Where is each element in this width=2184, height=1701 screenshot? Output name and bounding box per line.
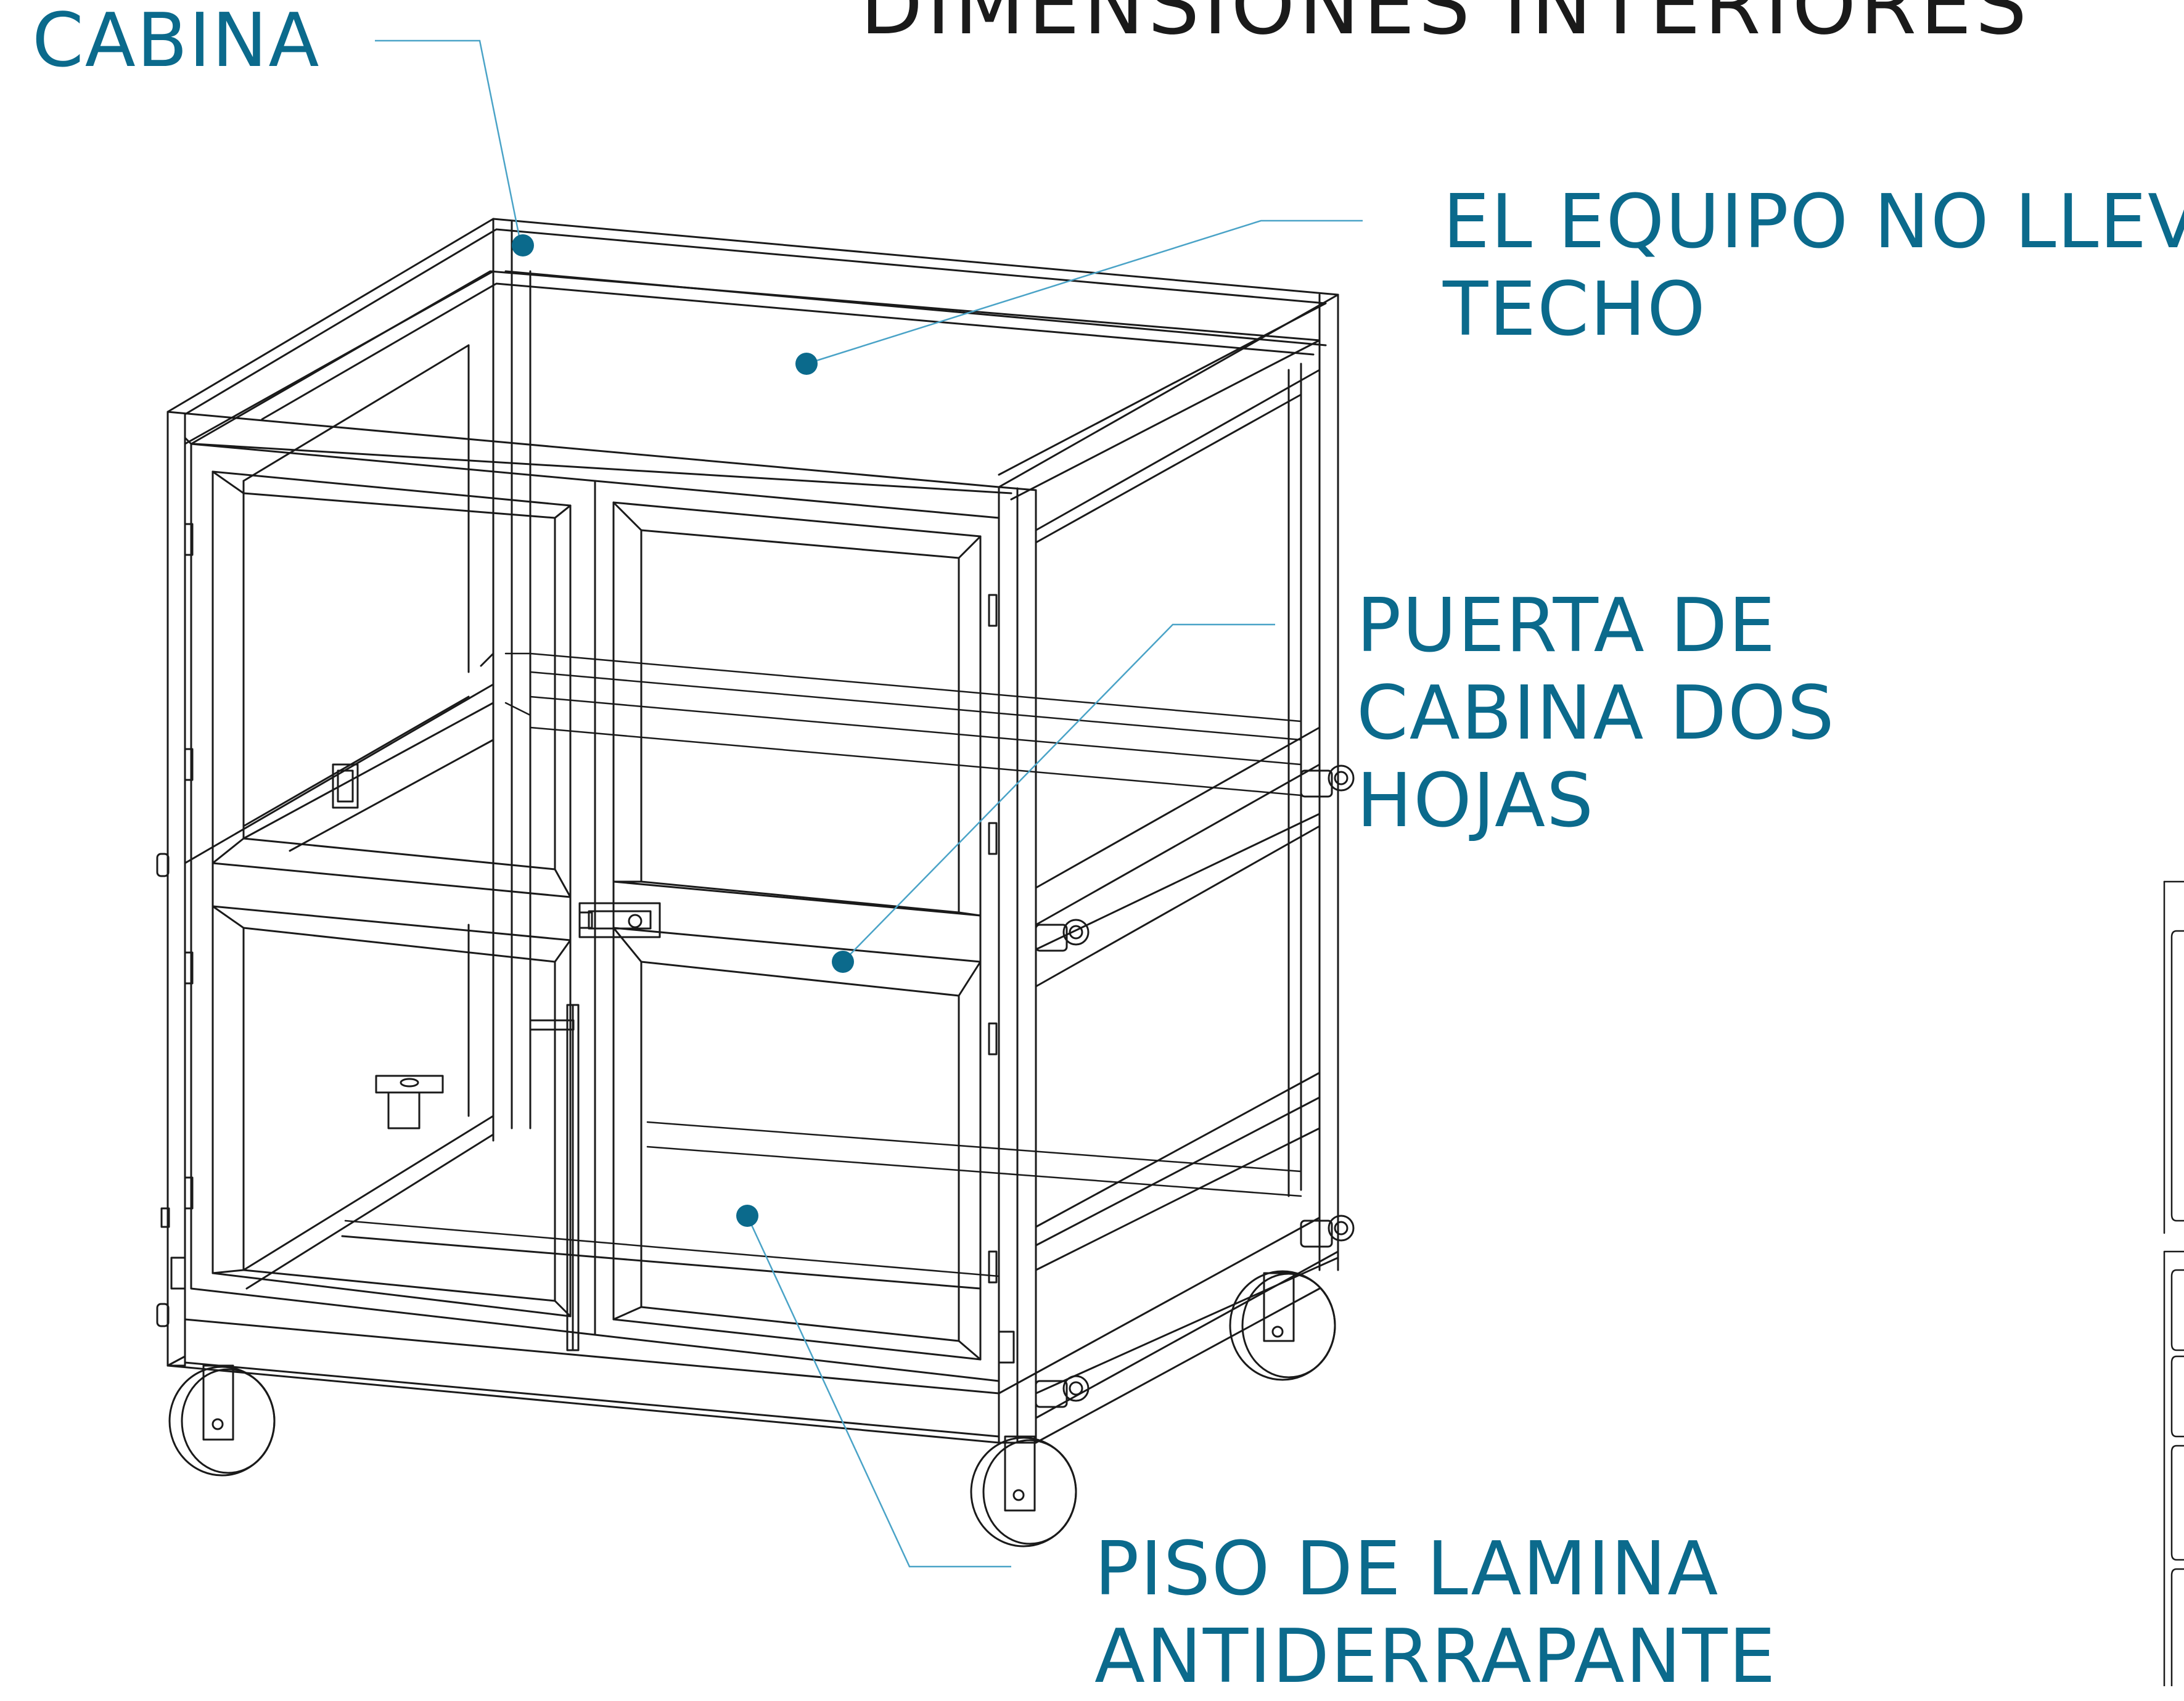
left-side-panels (184, 270, 495, 1290)
leader-techo (806, 219, 1363, 365)
right-side-panels (1035, 369, 1339, 1395)
caster-wheel-front-left (168, 1364, 276, 1477)
callout-techo-line-1: EL EQUIPO NO LLEVA (1443, 179, 2184, 265)
title-block-edge (2163, 880, 2184, 1686)
right-door (594, 480, 1000, 1382)
callout-piso-line-1: PISO DE LAMINA (1094, 1527, 1720, 1612)
dot-piso (736, 1205, 758, 1227)
caster-wheel-back-right (1229, 1270, 1336, 1381)
callout-puerta-line-2: CABINA DOS (1357, 671, 1836, 756)
dot-techo (795, 353, 818, 375)
callout-puerta-line-1: PUERTA DE (1357, 583, 1777, 669)
leader-puerta (842, 623, 1275, 962)
caster-wheel-front-right (970, 1435, 1077, 1547)
callout-techo: EL EQUIPO NO LLEVA TECHO (1443, 179, 2184, 354)
callout-puerta: PUERTA DE CABINA DOS HOJAS (1357, 583, 1836, 845)
callout-cabina: CABINA (32, 0, 320, 85)
callout-piso-line-2: ANTIDERRAPANTE (1094, 1614, 1777, 1700)
back-right-post (1287, 293, 1339, 1271)
leader-lines (375, 39, 1363, 1568)
dot-puerta (832, 951, 854, 973)
door-latch (529, 902, 661, 1351)
dot-cabina (512, 234, 534, 256)
callout-puerta-line-3: HOJAS (1357, 758, 1595, 844)
front-right-post (998, 486, 1037, 1444)
back-left-post (492, 218, 532, 1142)
side-bolts (156, 764, 1355, 1408)
callout-cabina-line-1: CABINA (32, 0, 321, 84)
leader-piso (746, 1215, 1011, 1568)
callout-techo-line-2: TECHO (1443, 267, 1707, 353)
door-hinges (170, 523, 1015, 1364)
back-panel (344, 652, 1302, 1277)
leader-cabina (375, 39, 522, 246)
drawing-title: DIMENSIONES INTERIORES (860, 0, 2031, 53)
cabin-base (166, 1216, 1339, 1444)
left-door (190, 443, 596, 1336)
floor-bracket (375, 1075, 444, 1129)
callout-dots (512, 234, 854, 1227)
callout-piso: PISO DE LAMINA ANTIDERRAPANTE (1094, 1526, 1776, 1701)
